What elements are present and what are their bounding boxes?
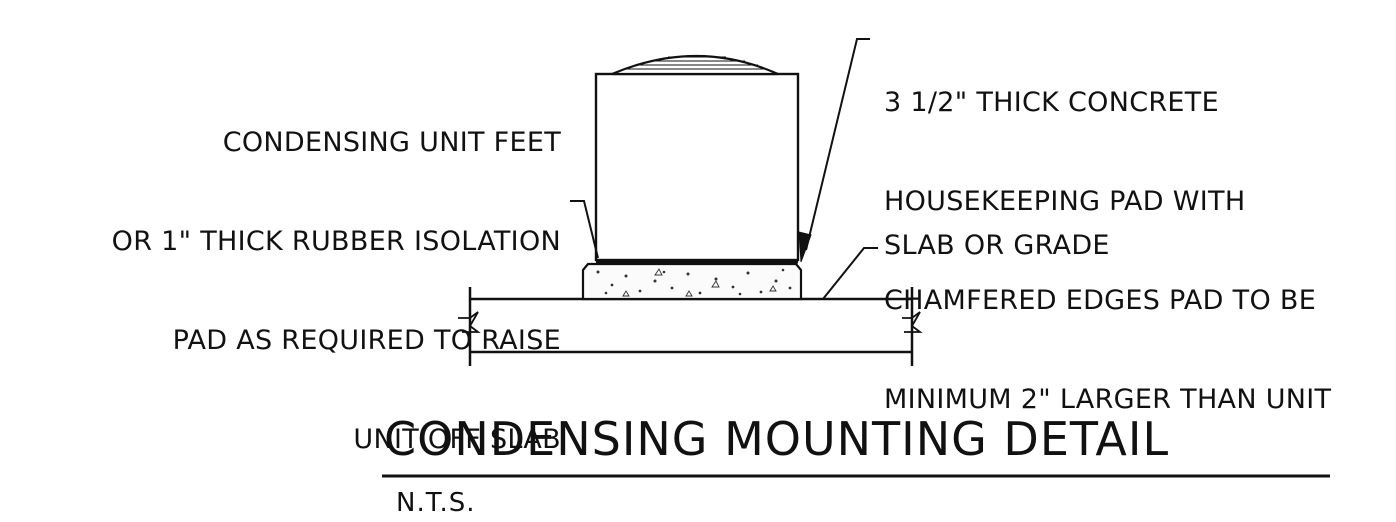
slab-break-right <box>902 311 923 333</box>
callout-line: OR 1" THICK RUBBER ISOLATION <box>111 226 561 257</box>
leaders <box>570 38 878 300</box>
scale-note: N.T.S. <box>396 488 476 518</box>
callout-line: CONDENSING UNIT FEET <box>222 127 561 158</box>
condensing-unit <box>594 54 800 264</box>
callout-line: HOUSEKEEPING PAD WITH <box>884 186 1246 217</box>
callout-line: 3 1/2" THICK CONCRETE <box>884 87 1219 118</box>
callout-line: CHAMFERED EDGES PAD TO BE <box>884 285 1317 316</box>
pad-outline <box>581 262 803 301</box>
detail-title: CONDENSING MOUNTING DETAIL <box>384 412 1170 466</box>
callout-line: MINIMUM 2" LARGER THAN UNIT <box>884 384 1332 415</box>
pad-concrete-stipple <box>596 268 792 297</box>
housekeeping-pad <box>581 262 803 301</box>
slab-break-left <box>458 311 481 333</box>
unit-body <box>594 72 800 262</box>
leader-unit-feet <box>570 200 599 259</box>
callout-unit-feet: CONDENSING UNIT FEET OR 1" THICK RUBBER … <box>112 60 561 489</box>
callout-line: UNIT OFF SLAB <box>353 424 561 455</box>
leader-pad-arrowhead <box>798 231 812 263</box>
leader-housekeeping-pad <box>805 38 870 251</box>
unit-fan-dome-hatch <box>624 56 768 70</box>
callout-housekeeping-pad: 3 1/2" THICK CONCRETE HOUSEKEEPING PAD W… <box>884 20 1331 449</box>
leader-slab <box>822 247 878 300</box>
callout-line: PAD AS REQUIRED TO RAISE <box>172 325 561 356</box>
callout-slab: SLAB OR GRADE <box>884 230 1110 261</box>
